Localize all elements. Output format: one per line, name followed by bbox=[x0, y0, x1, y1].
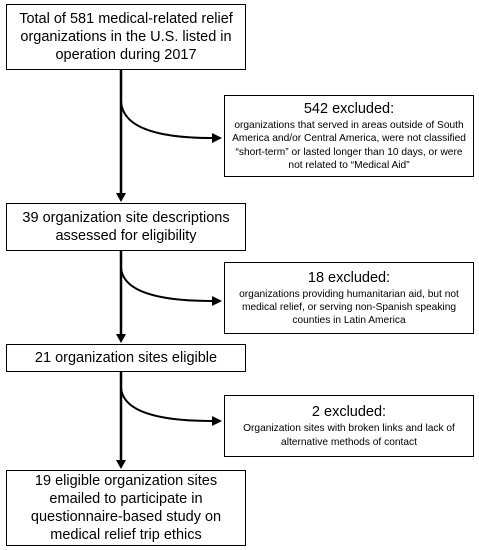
step-text-4: 19 eligible organization sites emailed t… bbox=[30, 473, 222, 543]
exclusion-title-3: 2 excluded: bbox=[311, 404, 387, 421]
exclusion-box-3: 2 excluded: Organization sites with brok… bbox=[224, 395, 474, 457]
step-box-2: 39 organization site descriptions assess… bbox=[6, 203, 246, 251]
step-text-1: Total of 581 medical-related relief orga… bbox=[19, 11, 233, 63]
branch-arrow-exclusion-1 bbox=[120, 101, 213, 139]
step-text-2: 39 organization site descriptions assess… bbox=[22, 210, 230, 244]
arrowhead-step3 bbox=[116, 334, 126, 343]
arrowhead-step4 bbox=[116, 460, 126, 469]
exclusion-description-3: Organization sites with broken links and… bbox=[243, 423, 455, 448]
branch-arrowhead-exclusion-2 bbox=[212, 296, 222, 306]
exclusion-title-1: 542 excluded: bbox=[303, 101, 395, 118]
branch-arrow-exclusion-2 bbox=[120, 267, 213, 302]
step-box-4: 19 eligible organization sites emailed t… bbox=[6, 470, 246, 546]
step-box-1: Total of 581 medical-related relief orga… bbox=[6, 4, 246, 70]
exclusion-title-2: 18 excluded: bbox=[307, 269, 391, 286]
branch-arrowhead-exclusion-1 bbox=[212, 133, 222, 143]
exclusion-description-2: organizations providing humanitarian aid… bbox=[239, 288, 459, 327]
exclusion-box-1: 542 excluded: organizations that served … bbox=[224, 95, 474, 177]
branch-arrowhead-exclusion-3 bbox=[212, 416, 222, 426]
step-box-3: 21 organization sites eligible bbox=[6, 344, 246, 372]
step-text-3: 21 organization sites eligible bbox=[34, 350, 218, 366]
exclusion-description-1: organizations that served in areas outsi… bbox=[232, 120, 466, 171]
arrowhead-step2 bbox=[116, 193, 126, 202]
exclusion-box-2: 18 excluded: organizations providing hum… bbox=[224, 262, 474, 334]
branch-arrow-exclusion-3 bbox=[120, 387, 213, 422]
